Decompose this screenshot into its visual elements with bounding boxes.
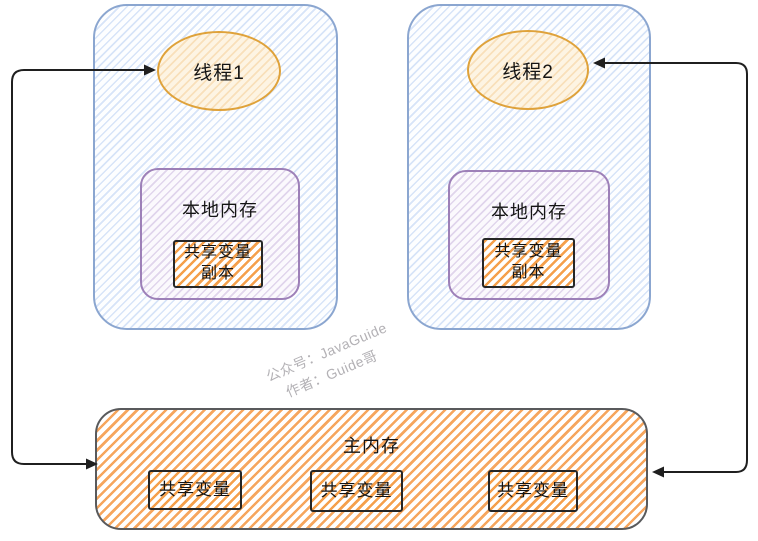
thread2-label: 线程2 <box>502 61 554 83</box>
thread1-label: 线程1 <box>193 62 245 84</box>
thread2-shared-var-copy: 共享变量 副本 <box>482 238 575 288</box>
main-memory-shared-var-2: 共享变量 <box>310 470 403 512</box>
arrowhead-to-main-memory-right <box>652 466 664 478</box>
thread1-local-memory-label: 本地内存 <box>182 200 258 220</box>
thread2-copy-line2: 副本 <box>511 264 546 281</box>
thread1-copy-line2: 副本 <box>200 265 235 282</box>
thread1-shared-var-copy: 共享变量 副本 <box>173 240 263 288</box>
main-memory-shared-var-3: 共享变量 <box>488 470 578 512</box>
thread1-copy-line1: 共享变量 <box>183 244 252 262</box>
watermark: 公众号：JavaGuide 作者：Guide哥 <box>263 317 399 408</box>
thread2-container: 线程2 本地内存 共享变量 副本 <box>407 4 651 330</box>
thread1-container: 线程1 本地内存 共享变量 副本 <box>93 4 338 330</box>
thread2-local-memory: 本地内存 共享变量 副本 <box>448 170 610 300</box>
main-memory-label: 主内存 <box>343 436 400 456</box>
main-memory-container: 主内存 共享变量 共享变量 共享变量 <box>95 408 648 530</box>
thread1-local-memory: 本地内存 共享变量 副本 <box>140 168 300 300</box>
thread2-local-memory-label: 本地内存 <box>491 202 567 222</box>
thread2-ellipse: 线程2 <box>467 30 589 110</box>
thread1-ellipse: 线程1 <box>157 31 281 111</box>
thread2-copy-line1: 共享变量 <box>494 243 563 261</box>
main-memory-shared-var-1: 共享变量 <box>148 470 242 510</box>
